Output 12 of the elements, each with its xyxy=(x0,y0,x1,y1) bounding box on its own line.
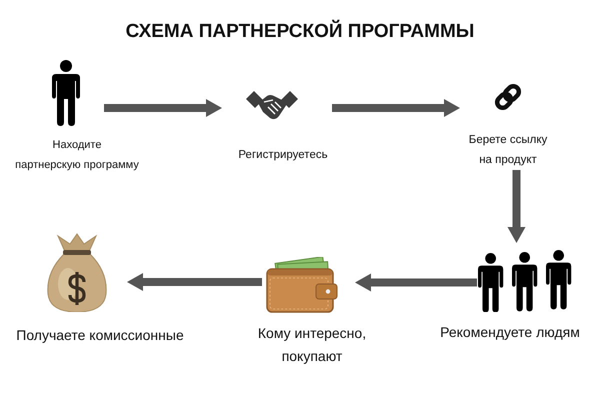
arrow xyxy=(355,274,477,292)
step-caption: Регистрируетесь xyxy=(237,148,329,163)
arrow xyxy=(127,273,262,291)
step-caption: Получаете комиссионные xyxy=(15,326,185,345)
step-caption: Берете ссылку на продукт xyxy=(468,133,548,168)
arrow xyxy=(104,99,222,117)
arrow xyxy=(332,99,460,117)
step-caption: Кому интересно, покупают xyxy=(256,324,368,366)
step-caption: Находите партнерскую программу xyxy=(14,138,140,173)
diagram-title: СХЕМА ПАРТНЕРСКОЙ ПРОГРАММЫ xyxy=(124,20,476,44)
arrow xyxy=(508,170,526,243)
step-caption: Рекомендуете людям xyxy=(439,323,581,342)
